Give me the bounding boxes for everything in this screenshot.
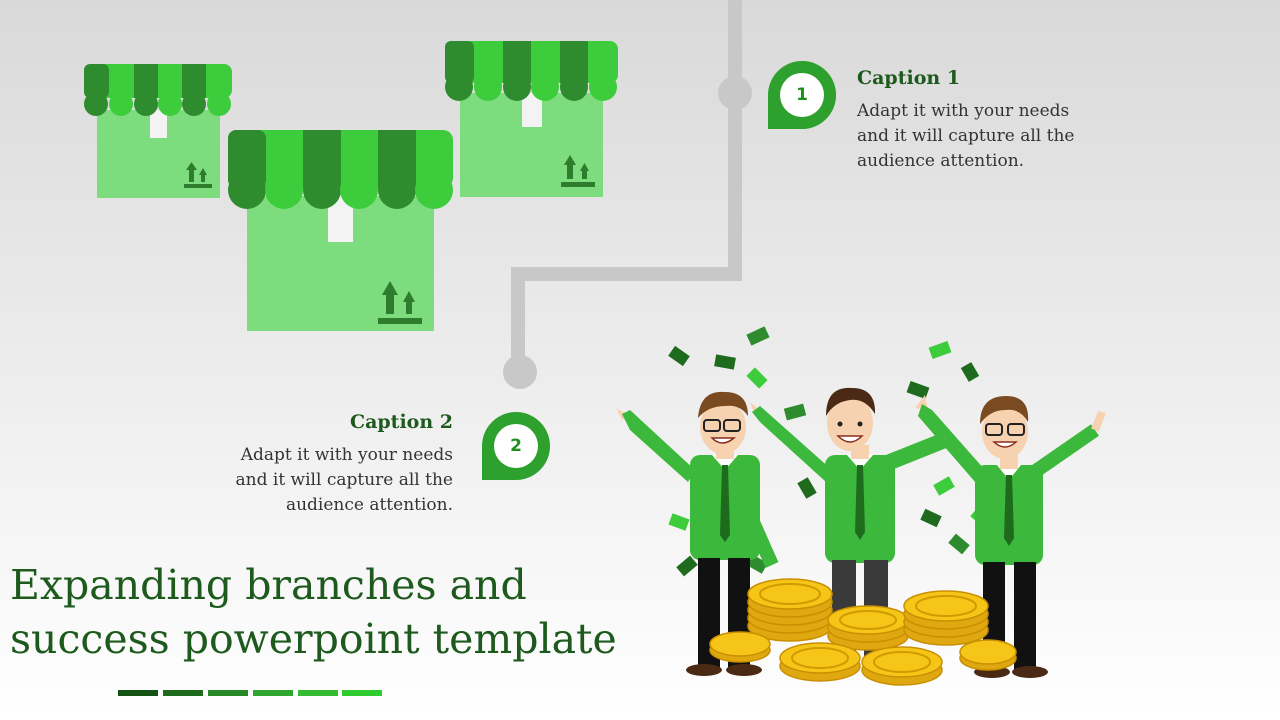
caption-1-line: audience attention.: [857, 151, 1025, 171]
businessmen-celebrating-illustration: [616, 326, 1106, 686]
slide-title: Expanding branches and success powerpoin…: [10, 558, 630, 666]
gold-coins-illustration: [709, 578, 1017, 686]
caption-1-badge: 1: [767, 60, 837, 130]
progress-segment: [208, 690, 248, 696]
caption-2-badge: 2: [481, 411, 551, 481]
flying-money: [668, 326, 990, 577]
caption-1-number: 1: [796, 85, 808, 105]
caption-2-line: and it will capture all the: [235, 470, 453, 490]
map-pin-icon: [482, 412, 550, 480]
store-icon: [445, 41, 618, 197]
map-pin-icon: [768, 61, 836, 129]
progress-segment: [163, 690, 203, 696]
store-icon: [228, 130, 453, 331]
store-icon: [84, 64, 232, 198]
slide-title-line: Expanding branches and: [10, 561, 527, 609]
caption-1-body: Adapt it with your needs and it will cap…: [857, 99, 1117, 174]
caption-1-line: and it will capture all the: [857, 126, 1075, 146]
slide-title-line: success powerpoint template: [10, 615, 617, 663]
caption-2-number: 2: [510, 436, 522, 456]
caption-2-line: Adapt it with your needs: [240, 445, 453, 465]
progress-segment: [342, 690, 382, 696]
caption-2-line: audience attention.: [285, 495, 453, 515]
caption-1-line: Adapt it with your needs: [857, 101, 1070, 121]
caption-2-title: Caption 2: [349, 411, 453, 433]
progress-segment: [298, 690, 338, 696]
progress-segment: [253, 690, 293, 696]
progress-segment: [118, 690, 158, 696]
caption-1-title: Caption 1: [857, 67, 961, 89]
caption-2-body: Adapt it with your needs and it will cap…: [193, 443, 453, 518]
